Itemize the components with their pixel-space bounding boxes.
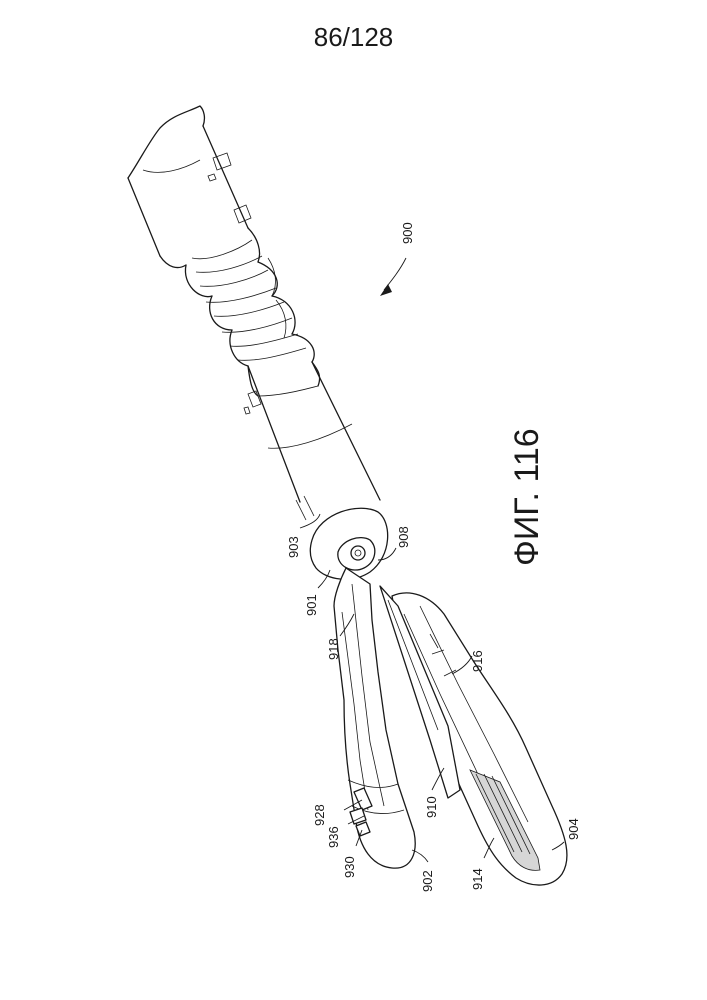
ref-902: 902 xyxy=(420,870,435,892)
leader-arrow-900 xyxy=(380,258,406,296)
ref-904: 904 xyxy=(566,818,581,840)
shaft-lower xyxy=(244,362,380,520)
ref-910: 910 xyxy=(424,796,439,818)
ref-903: 903 xyxy=(286,536,301,558)
ref-908: 908 xyxy=(396,526,411,548)
ref-918: 918 xyxy=(326,638,341,660)
ref-916: 916 xyxy=(470,650,485,672)
ref-930: 930 xyxy=(342,856,357,878)
articulation-joint xyxy=(160,228,314,366)
figure-label: ФИГ. 116 xyxy=(508,428,546,566)
ref-936: 936 xyxy=(326,826,341,848)
collar xyxy=(310,508,387,579)
ref-928: 928 xyxy=(312,804,327,826)
ref-900: 900 xyxy=(400,222,415,244)
shaft-upper xyxy=(128,106,251,256)
jaw-904 xyxy=(392,593,567,885)
ref-901: 901 xyxy=(304,594,319,616)
ref-914: 914 xyxy=(470,868,485,890)
